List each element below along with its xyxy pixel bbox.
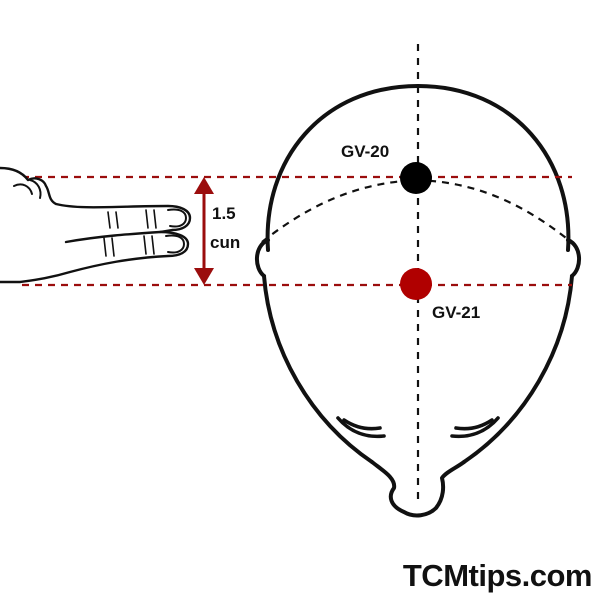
gv-21-label: GV-21 xyxy=(432,303,480,322)
gv-20-point xyxy=(400,162,432,194)
measurement-value: 1.5 xyxy=(212,204,236,223)
measurement-arrow-icon xyxy=(194,177,214,285)
closed-eyes xyxy=(336,416,500,439)
gv-21-point xyxy=(400,268,432,300)
head-outline-icon xyxy=(255,84,581,518)
measurement-unit: cun xyxy=(210,233,240,252)
brand-watermark: TCMtips.com xyxy=(402,558,593,593)
gv-20-label: GV-20 xyxy=(341,142,389,161)
hand-fingers-icon xyxy=(0,166,192,284)
